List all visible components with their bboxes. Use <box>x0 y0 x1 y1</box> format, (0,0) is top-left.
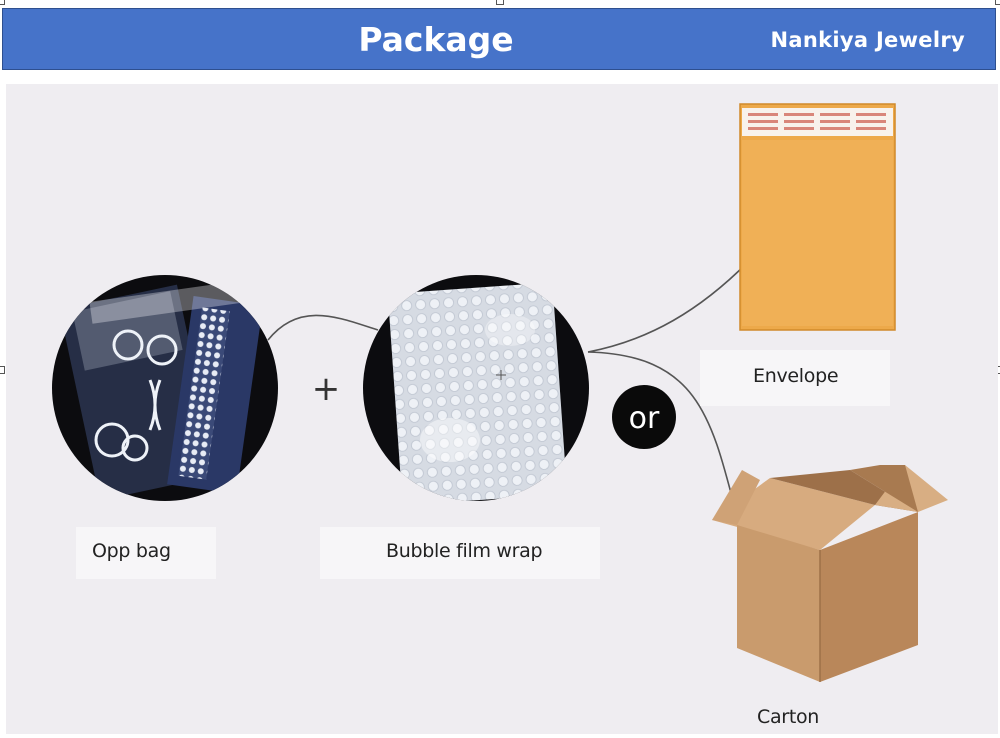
carton-label: Carton <box>757 706 820 728</box>
plus-sign: + <box>312 369 341 409</box>
opp-bag-label-box <box>76 527 216 579</box>
resize-handle-top-right[interactable] <box>995 0 1000 5</box>
connector-line-opp-to-bubble <box>267 314 379 341</box>
brand-label: Nankiya Jewelry <box>770 28 965 52</box>
resize-handle-top-left[interactable] <box>0 0 5 5</box>
resize-handle-middle-left[interactable] <box>0 366 5 374</box>
or-label: or <box>629 401 660 436</box>
opp-bag-label: Opp bag <box>92 540 171 562</box>
brand-name: Nankiya Jewelry <box>771 9 965 71</box>
page-title: Package <box>358 20 514 59</box>
connector-line-to-envelope <box>587 261 749 353</box>
resize-handle-top-center[interactable] <box>496 0 504 5</box>
bubble-wrap-label: Bubble film wrap <box>386 540 543 562</box>
bubble-wrap-image <box>363 275 589 501</box>
bubble-wrap-label-box <box>320 527 600 579</box>
opp-bag-image <box>52 275 278 501</box>
carton-image <box>712 465 948 682</box>
envelope-label-box <box>700 350 890 406</box>
connector-line-to-carton <box>587 351 739 521</box>
envelope-label: Envelope <box>753 365 839 387</box>
header-banner: Package Nankiya Jewelry <box>2 8 996 70</box>
envelope-image <box>739 103 896 331</box>
or-badge: or <box>612 385 676 449</box>
